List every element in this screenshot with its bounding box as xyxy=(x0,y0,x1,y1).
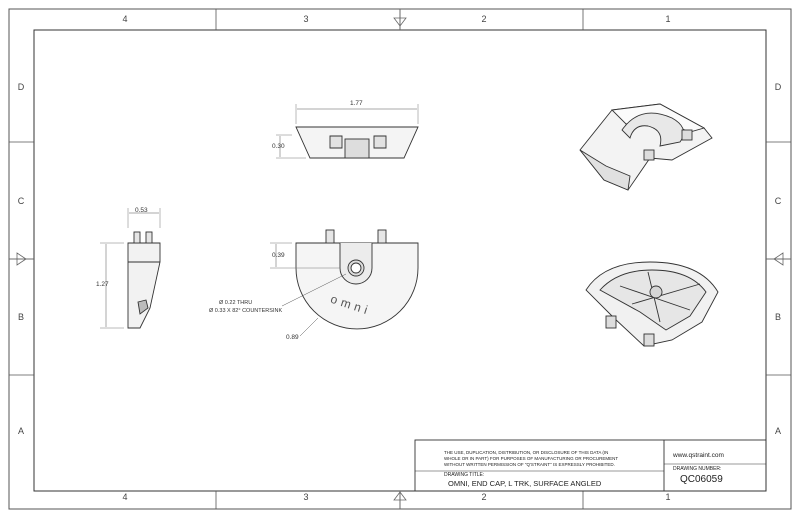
title-block xyxy=(414,439,767,492)
disclaimer-line2: WHOLE OR IN PART) FOR PURPOSES OF MANUFA… xyxy=(444,456,619,461)
zone-col-bottom-3: 3 xyxy=(303,492,309,502)
zone-row-right-a: A xyxy=(774,426,781,436)
zone-col-top-3: 3 xyxy=(303,14,309,24)
disclaimer-line3: WITHOUT WRITTEN PERMISSION OF "Q'STRAINT… xyxy=(444,462,615,467)
dim-front-radius: 0.89 xyxy=(286,334,299,341)
zone-row-left-a: A xyxy=(17,426,24,436)
zone-row-right-c: C xyxy=(774,196,782,206)
drawing-number: QC06059 xyxy=(680,474,723,485)
hole-note-line1: Ø 0.22 THRU xyxy=(219,300,253,306)
centering-marks xyxy=(9,9,791,509)
zone-row-left-c: C xyxy=(17,196,25,206)
dim-top-height: 0.30 xyxy=(272,143,285,150)
hole-note-line2: Ø 0.33 X 82° COUNTERSINK xyxy=(209,308,283,314)
dim-side-height: 1.27 xyxy=(96,281,109,288)
zone-col-bottom-2: 2 xyxy=(481,492,487,502)
dim-top-width: 1.77 xyxy=(350,100,363,107)
zone-col-top-2: 2 xyxy=(481,14,487,24)
zone-row-right-d: D xyxy=(774,82,782,92)
drawing-title: OMNI, END CAP, L TRK, SURFACE ANGLED xyxy=(448,479,602,488)
isometric-view-top xyxy=(579,103,713,191)
zone-row-left-b: B xyxy=(17,312,24,322)
drawing-number-label: DRAWING NUMBER: xyxy=(673,466,722,472)
zone-col-bottom-1: 1 xyxy=(665,492,671,502)
zone-col-top-4: 4 xyxy=(122,14,128,24)
disclaimer-line1: THE USE, DUPLICATION, DISTRIBUTION, OR D… xyxy=(444,450,609,455)
side-view xyxy=(100,208,161,329)
zone-row-left-d: D xyxy=(17,82,25,92)
dim-front-offset: 0.39 xyxy=(272,252,285,259)
drawing-title-label: DRAWING TITLE: xyxy=(444,472,485,478)
zone-col-top-1: 1 xyxy=(665,14,671,24)
front-view xyxy=(270,229,419,337)
website: www.qstraint.com xyxy=(673,452,724,459)
isometric-view-bottom xyxy=(585,261,719,347)
zone-row-right-b: B xyxy=(774,312,781,322)
top-view xyxy=(276,104,419,159)
dim-side-width: 0.53 xyxy=(135,207,148,214)
zone-col-bottom-4: 4 xyxy=(122,492,128,502)
